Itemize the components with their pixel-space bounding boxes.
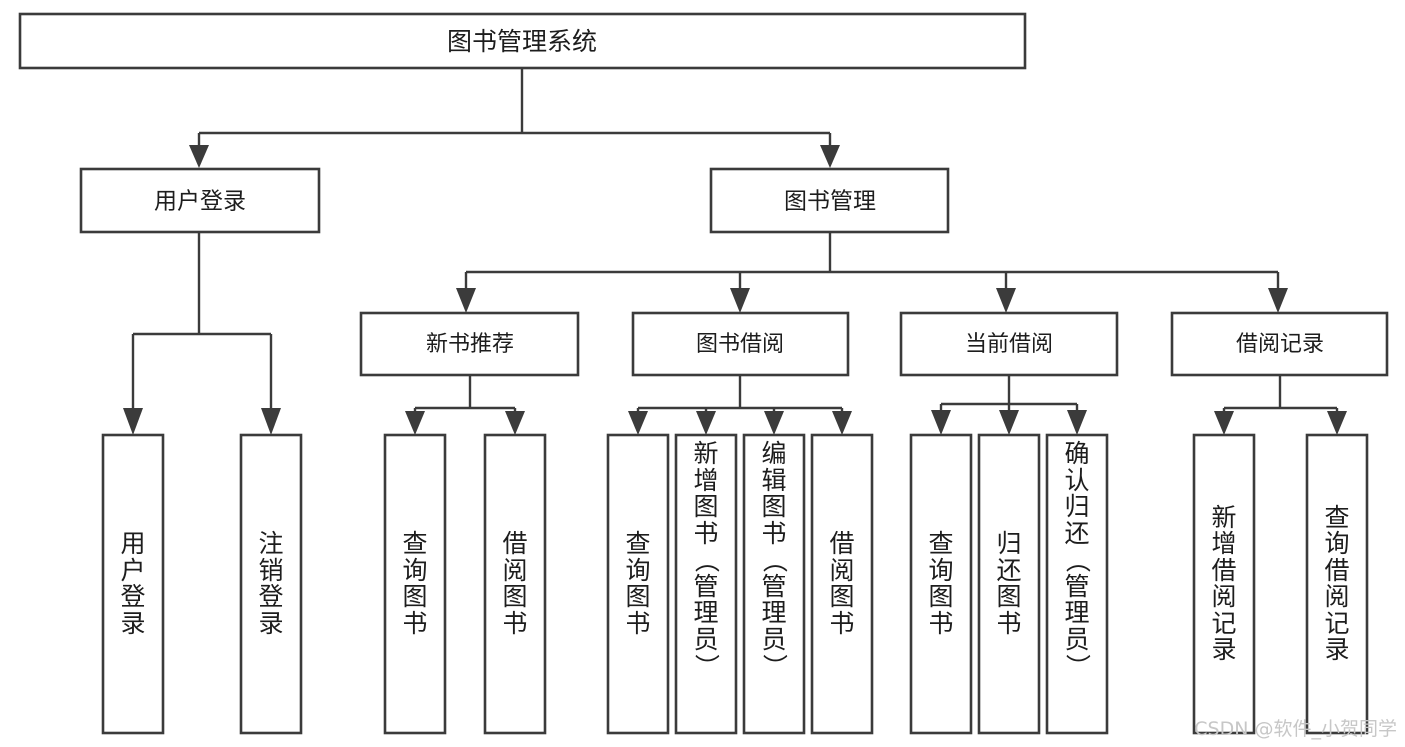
arrow-to-leaf-query-record: [1327, 411, 1347, 435]
node-root-box[interactable]: [18, 12, 1027, 70]
watermark-label: CSDN @软件_小贺同学: [1194, 718, 1397, 740]
arrow-to-leaf-edit-book: [764, 411, 784, 435]
node-current-borrow-box[interactable]: [899, 311, 1119, 377]
arrow-to-user-login: [189, 145, 209, 168]
arrow-to-book-manage: [820, 145, 840, 168]
arrow-to-leaf-return-book: [999, 410, 1019, 435]
node-borrow-record-box[interactable]: [1170, 311, 1389, 377]
connector-layer: [123, 68, 1347, 435]
node-user-login-label: 用户登录: [154, 189, 246, 215]
arrow-to-leaf-borrow-book-a: [505, 411, 525, 435]
leaf-box-cb-query-book[interactable]: [909, 433, 973, 735]
leaf-box-nb-query-book[interactable]: [383, 433, 447, 735]
node-book-borrow-box[interactable]: [631, 311, 850, 377]
arrow-to-book-borrow: [730, 288, 750, 313]
arrow-to-leaf-borrow-book-b: [832, 411, 852, 435]
arrow-to-leaf-user-login: [123, 408, 143, 435]
arrow-to-leaf-query-book-c: [931, 410, 951, 435]
leaf-box-user-login[interactable]: [101, 433, 165, 735]
arrow-to-leaf-query-book-b: [628, 411, 648, 435]
leaf-box-br-query-record[interactable]: [1305, 433, 1369, 735]
arrow-to-leaf-query-book-a: [405, 411, 425, 435]
arrow-to-leaf-logout: [261, 408, 281, 435]
leaf-box-cb-confirm-return[interactable]: [1045, 433, 1109, 735]
leaf-box-br-add-record[interactable]: [1192, 433, 1256, 735]
node-user-login-box[interactable]: [79, 167, 321, 234]
leaf-box-bb-add-book[interactable]: [674, 433, 738, 735]
node-new-book-recommend-box[interactable]: [359, 311, 580, 377]
node-root-label: 图书管理系统: [447, 27, 597, 56]
leaf-box-bb-query-book[interactable]: [606, 433, 670, 735]
leaf-box-bb-borrow-book[interactable]: [810, 433, 874, 735]
leaf-box-cb-return-book[interactable]: [977, 433, 1041, 735]
arrow-to-leaf-add-record: [1214, 411, 1234, 435]
arrow-to-current-borrow: [996, 288, 1016, 313]
node-label-layer: 图书管理系统 用户登录 图书管理 新书推荐 图书借阅 当前借阅 借阅记录: [154, 27, 1324, 357]
arrow-to-leaf-add-book: [696, 411, 716, 435]
node-book-borrow-label: 图书借阅: [696, 332, 784, 357]
node-new-book-recommend-label: 新书推荐: [426, 332, 514, 357]
leaf-box-logout[interactable]: [239, 433, 303, 735]
arrow-to-new-book: [456, 288, 476, 313]
node-current-borrow-label: 当前借阅: [965, 332, 1053, 357]
leaf-box-bb-edit-book[interactable]: [742, 433, 806, 735]
node-box-layer: [18, 12, 1389, 735]
arrow-to-borrow-record: [1268, 288, 1288, 313]
node-book-manage-label: 图书管理: [784, 189, 876, 215]
node-book-manage-box[interactable]: [709, 167, 950, 234]
leaf-box-nb-borrow-book[interactable]: [483, 433, 547, 735]
arrow-to-leaf-confirm-return: [1067, 410, 1087, 435]
node-borrow-record-label: 借阅记录: [1236, 332, 1324, 357]
